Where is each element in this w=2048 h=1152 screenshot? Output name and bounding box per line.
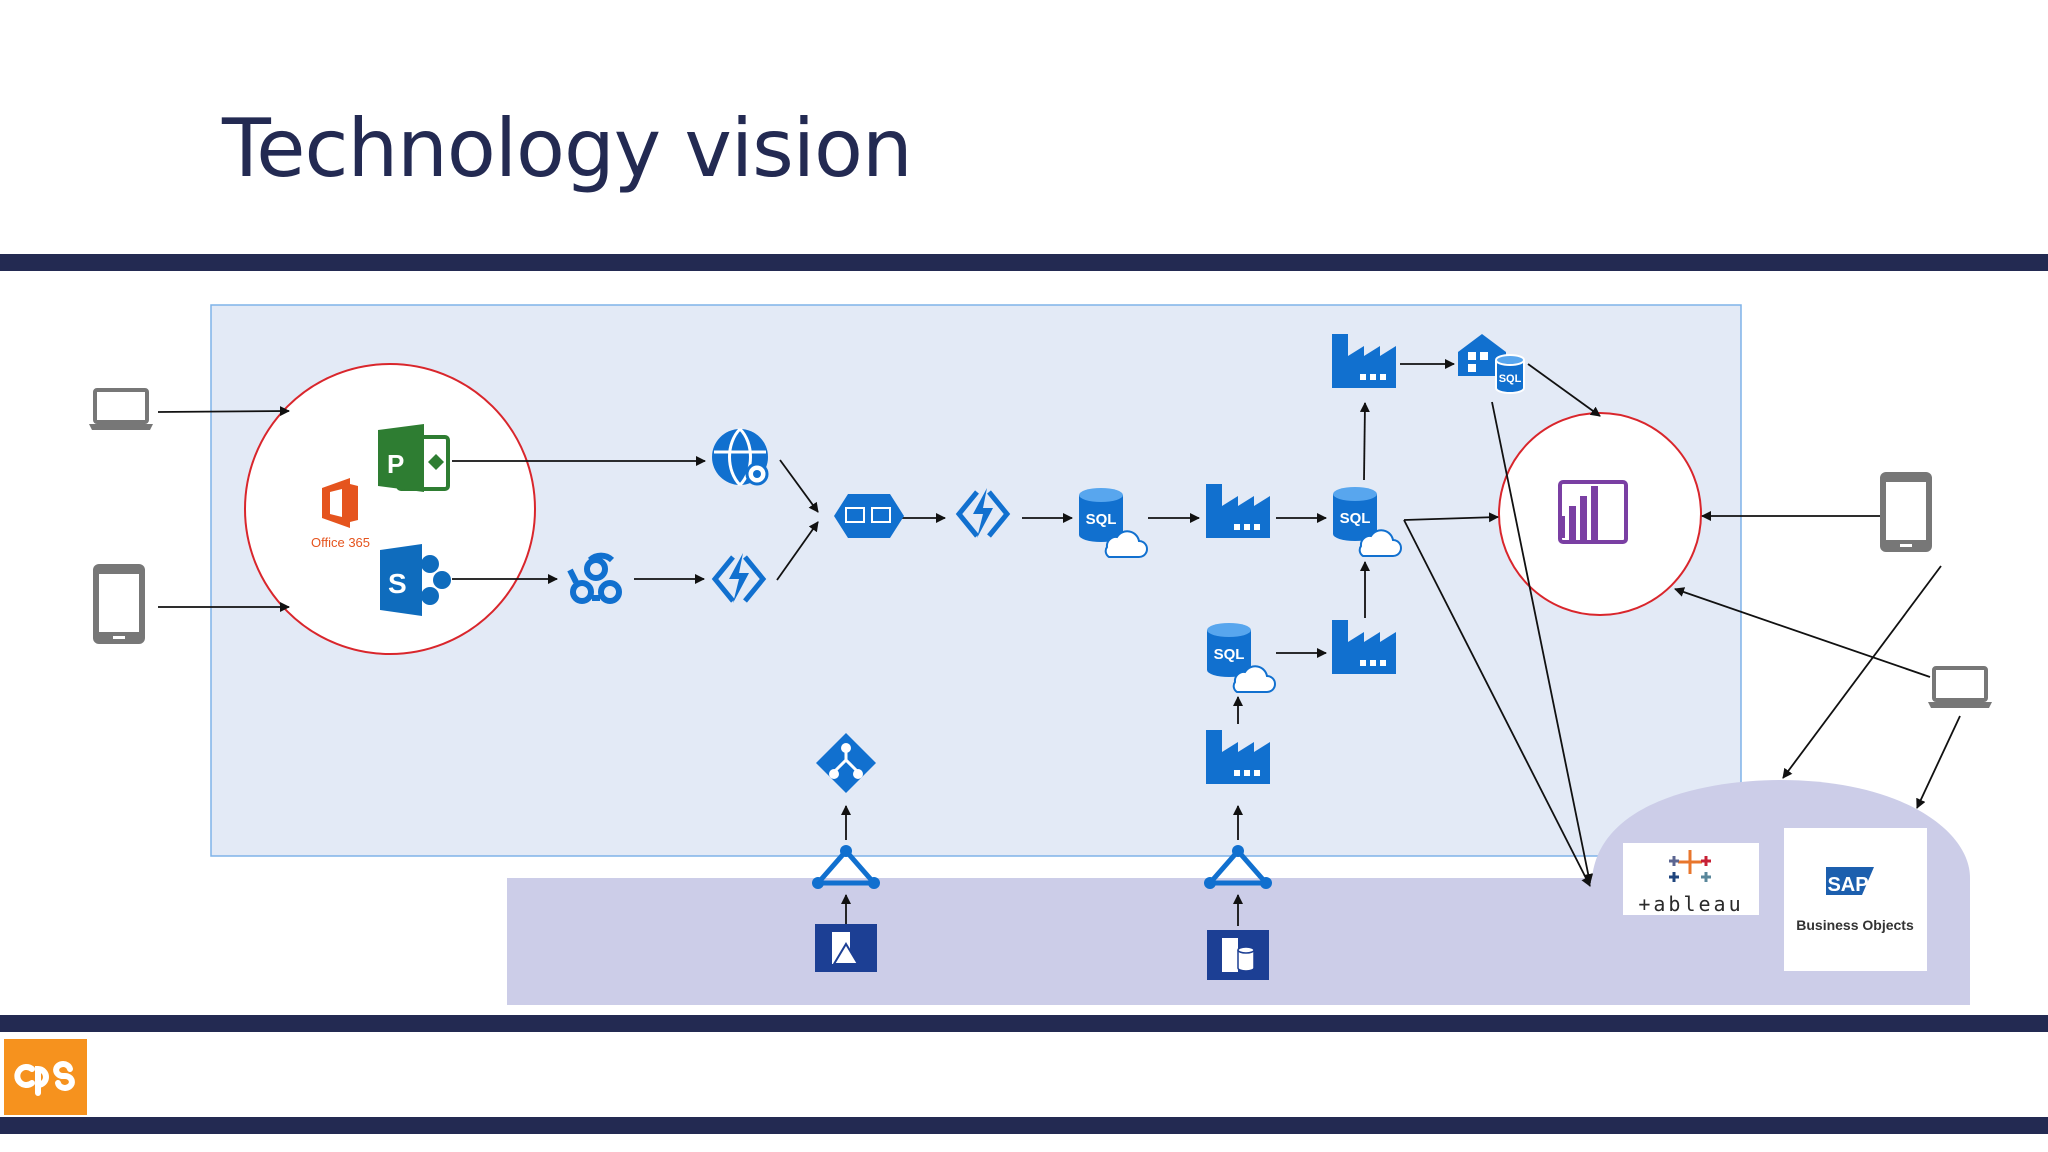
svg-text:+ableau: +ableau (1638, 892, 1743, 916)
header-divider (0, 254, 2048, 271)
service-bus-icon (834, 494, 904, 538)
office365-group-ring (244, 363, 536, 655)
svg-text:Business Objects: Business Objects (1796, 917, 1914, 933)
project-icon: P (378, 424, 450, 492)
slide-title: Technology vision (222, 102, 913, 195)
footer-divider-bottom (0, 1117, 2048, 1134)
footer-divider-top (0, 1015, 2048, 1032)
laptop-icon-left (87, 388, 155, 432)
svg-text:S: S (388, 568, 407, 599)
flow-arrows (157, 359, 1961, 926)
active-directory-icon (816, 733, 876, 793)
laptop-icon-right (1926, 666, 1994, 710)
power-bi-icon (1558, 480, 1628, 544)
office365-label: Office 365 (311, 535, 370, 550)
cps-logo (4, 1039, 87, 1115)
tablet-icon-left (93, 564, 145, 644)
database-server-icon (1207, 930, 1269, 980)
web-app-icon (712, 427, 769, 487)
webhook-icon (567, 552, 622, 604)
tablet-icon-right (1880, 472, 1932, 552)
sap-business-objects-icon: SAP Business Objects (1784, 828, 1927, 971)
svg-text:SQL: SQL (1499, 373, 1522, 385)
data-warehouse-icon: SQL (1458, 334, 1525, 394)
svg-text:SAP: SAP (1827, 874, 1868, 896)
svg-text:P: P (387, 449, 404, 479)
tableau-icon: +ableau (1623, 843, 1759, 916)
sharepoint-icon: S (380, 544, 451, 616)
office-icon: Office 365 (311, 478, 370, 550)
server-icon (815, 924, 877, 972)
